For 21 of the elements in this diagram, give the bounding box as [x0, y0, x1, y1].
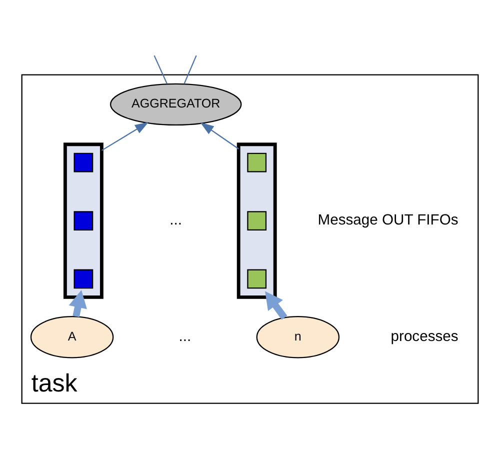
arrow — [265, 291, 288, 320]
node-box — [247, 152, 267, 172]
node-box — [247, 269, 267, 289]
connector — [154, 55, 168, 84]
node-ellipse: A — [30, 316, 114, 358]
label: ... — [178, 329, 192, 346]
arrow — [200, 122, 239, 150]
label: Message OUT FIFOs — [318, 212, 458, 229]
node-box — [74, 211, 94, 230]
cluster — [64, 142, 104, 299]
arrow — [68, 290, 87, 318]
label: processes — [390, 329, 458, 346]
node-box — [74, 269, 94, 289]
connector — [184, 55, 197, 84]
node-box — [247, 211, 267, 230]
node-ellipse: n — [256, 316, 340, 358]
node-box — [74, 152, 94, 172]
node-ellipse: AGGREGATOR — [110, 83, 242, 126]
label: ... — [170, 212, 182, 229]
cluster — [236, 142, 277, 299]
arrow — [101, 122, 149, 151]
